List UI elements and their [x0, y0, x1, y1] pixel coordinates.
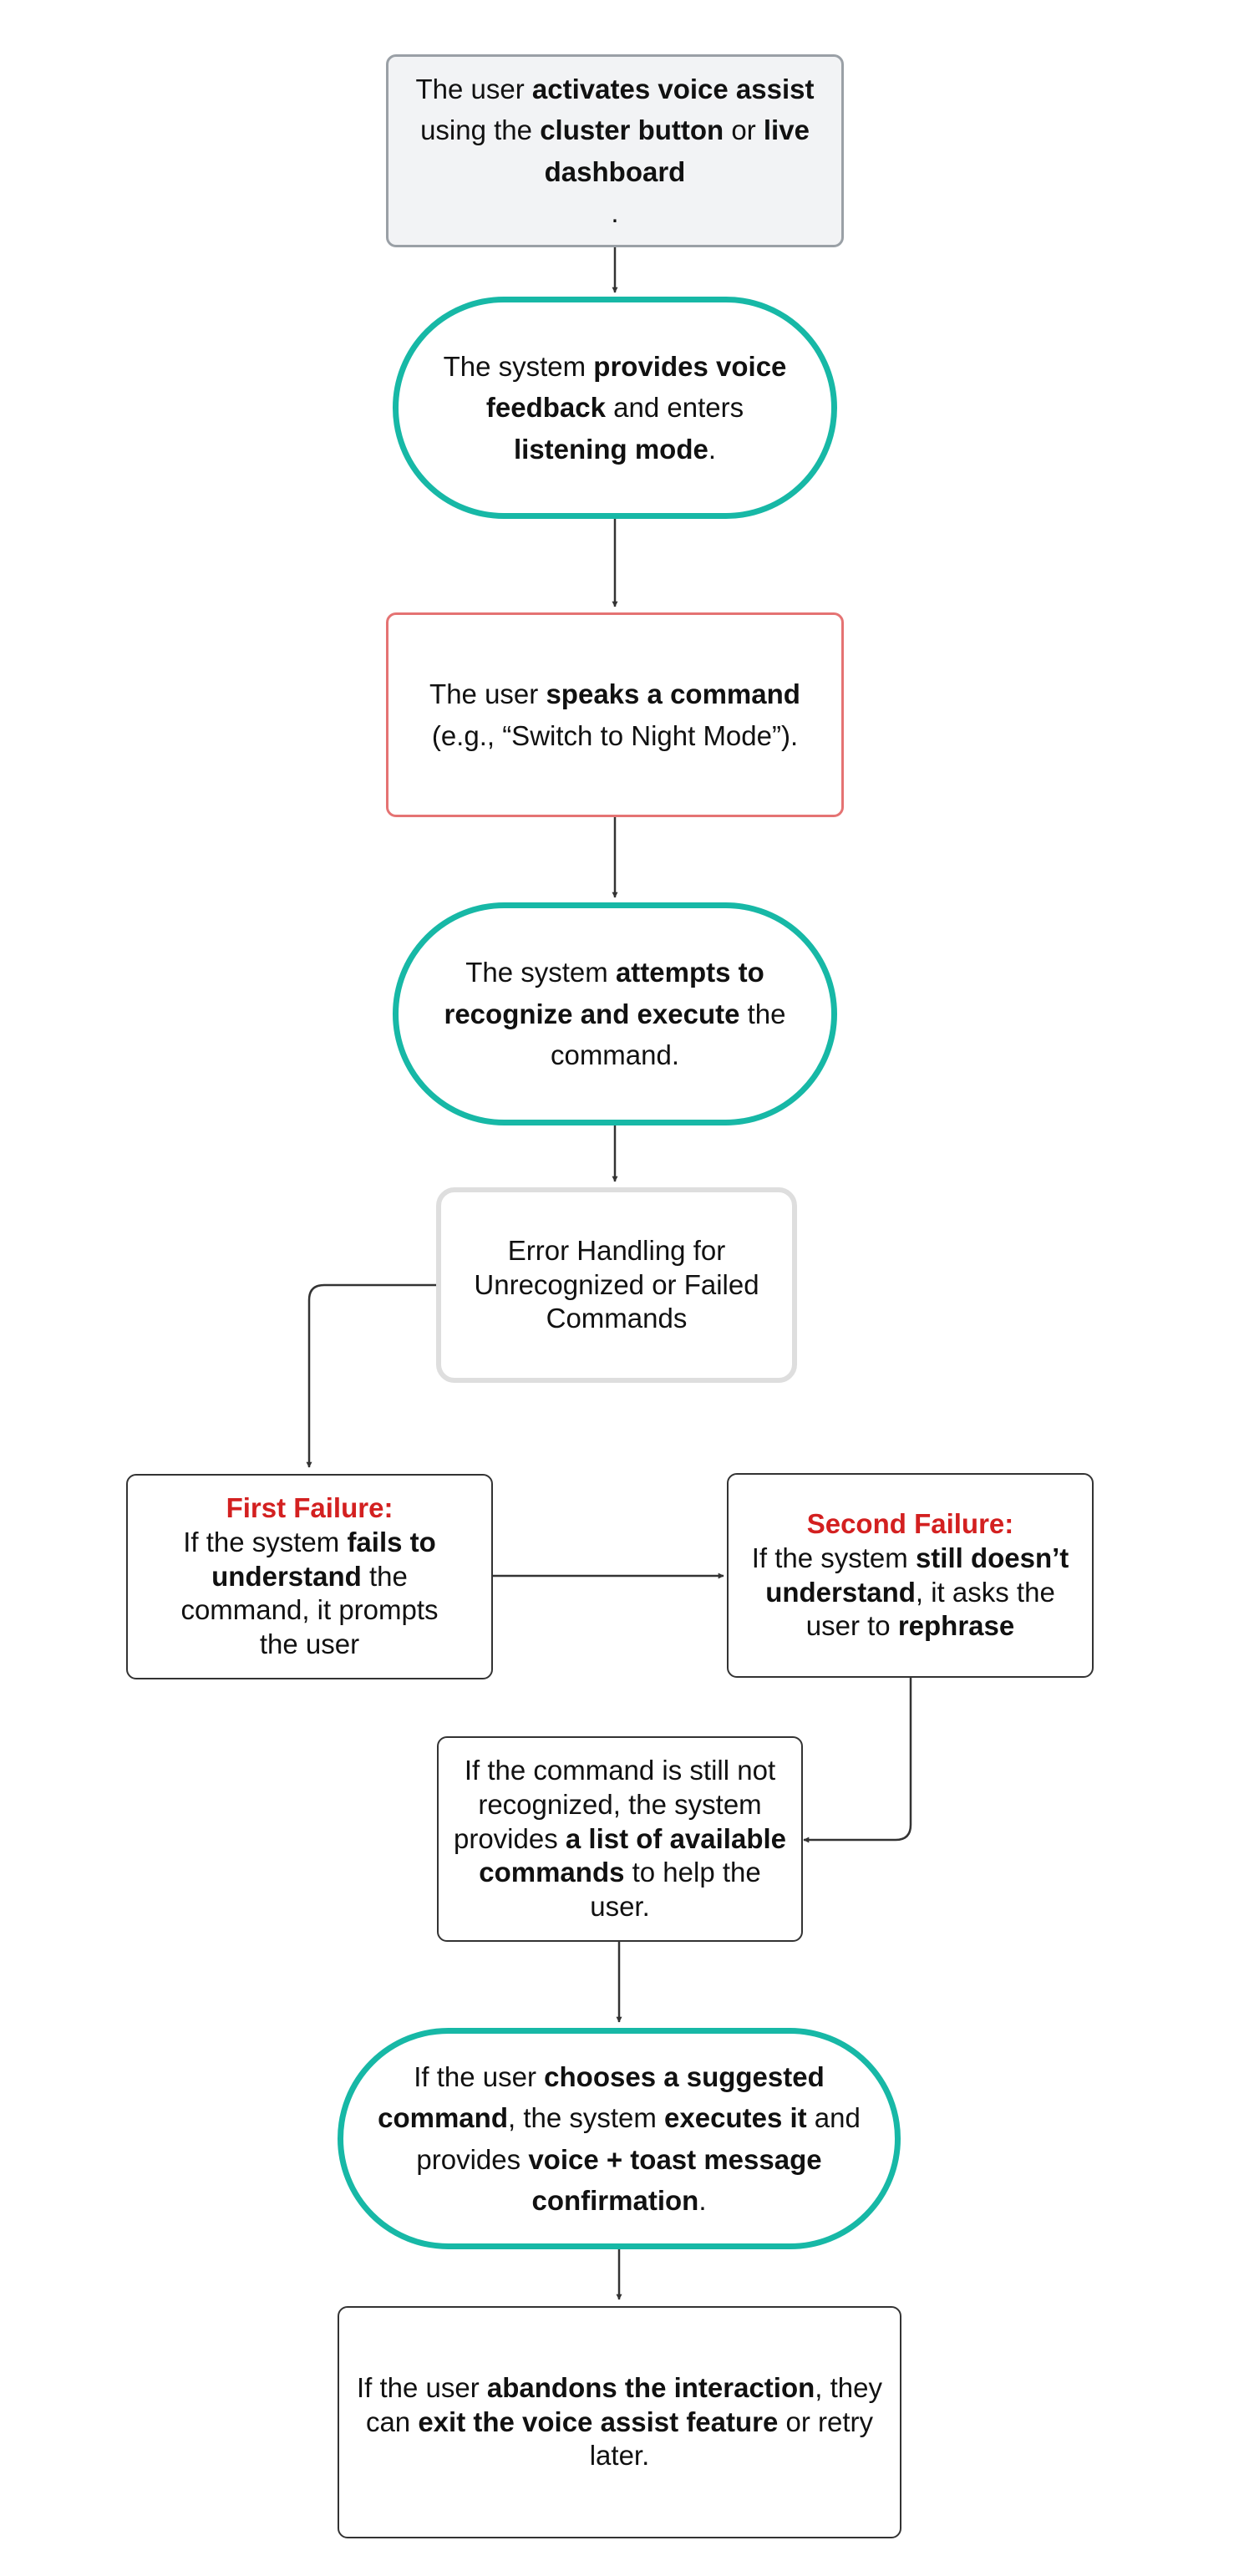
arrow-error-handling-to-first-failure [306, 1283, 436, 1468]
choose-text-2: , the system [507, 2102, 665, 2133]
error-handling-text: Error Handling for Unrecognized or Faile… [474, 1234, 759, 1334]
first-failure-text-1: If the system [183, 1526, 348, 1557]
list-text-1: If the command is still not recognized, … [453, 1754, 776, 1854]
activate-bold-2: cluster button [540, 114, 724, 145]
node-attempt-recognize: The system attempts to recognize and exe… [393, 902, 837, 1125]
feedback-text-1: The system [443, 350, 594, 382]
second-failure-text-2: , it asks the user to [805, 1576, 1055, 1642]
choose-bold-2: executes it [664, 2102, 807, 2133]
first-failure-bold-1: fails to understand [211, 1526, 436, 1592]
abandon-bold-2: exit the voice assist feature [418, 2406, 779, 2437]
node-choose-suggested: If the user chooses a suggested command,… [338, 2028, 901, 2249]
feedback-bold-1: provides voice feedback [485, 350, 787, 424]
activate-text-1: The user [415, 73, 532, 104]
choose-text-3: and provides [416, 2102, 861, 2175]
abandon-bold-1: abandons the interaction [486, 2371, 815, 2403]
abandon-text-1: If the user [356, 2371, 487, 2403]
list-bold-1: a list of available commands [479, 1822, 787, 1888]
feedback-bold-2: listening mode [513, 433, 708, 465]
node-first-failure: First Failure:If the system fails to und… [126, 1474, 493, 1679]
second-failure-text-1: If the system [751, 1542, 916, 1573]
node-voice-feedback: The system provides voice feedback and e… [393, 297, 837, 519]
attempt-text-2: the command. [550, 998, 786, 1071]
choose-text-1: If the user [414, 2060, 545, 2092]
second-failure-bold-2: rephrase [897, 1610, 1015, 1642]
choose-text-4: . [698, 2185, 707, 2216]
activate-text-3: or [724, 114, 764, 145]
first-failure-title: First Failure: [226, 1491, 394, 1523]
feedback-text-2: and enters [605, 392, 744, 424]
activate-text-2: using the [420, 114, 541, 145]
speak-text-2: (e.g., “Switch to Night Mode”). [431, 719, 799, 751]
activate-text-4: . [611, 197, 619, 228]
choose-bold-3: voice + toast message confirmation [528, 2143, 822, 2217]
second-failure-title: Second Failure: [806, 1507, 1014, 1539]
attempt-bold-1: attempts to recognize and execute [444, 957, 764, 1029]
activate-bold-3: live dashboard [544, 114, 810, 187]
node-list-commands: If the command is still not recognized, … [437, 1736, 803, 1942]
speak-bold-1: speaks a command [546, 678, 800, 709]
attempt-text-1: The system [465, 957, 616, 988]
abandon-text-3: or retry later. [589, 2406, 874, 2472]
node-activate-voice-assist: The user activates voice assist using th… [386, 54, 844, 247]
node-error-handling: Error Handling for Unrecognized or Faile… [436, 1187, 797, 1383]
first-failure-text-2: the command, it prompts the user [180, 1560, 439, 1660]
speak-text-1: The user [429, 678, 546, 709]
list-text-2: to help the user. [590, 1857, 761, 1923]
activate-bold-1: activates voice assist [531, 73, 815, 104]
feedback-text-3: . [708, 433, 717, 465]
choose-bold-1: chooses a suggested command [378, 2060, 825, 2134]
second-failure-bold-1: still doesn’t understand [765, 1542, 1069, 1608]
arrow-second-failure-to-list [803, 1678, 912, 1843]
abandon-text-2: , they can [365, 2371, 882, 2437]
node-speak-command: The user speaks a command (e.g., “Switch … [386, 612, 844, 817]
node-second-failure: Second Failure:If the system still doesn… [727, 1473, 1094, 1678]
node-abandon: If the user abandons the interaction, th… [338, 2306, 901, 2538]
